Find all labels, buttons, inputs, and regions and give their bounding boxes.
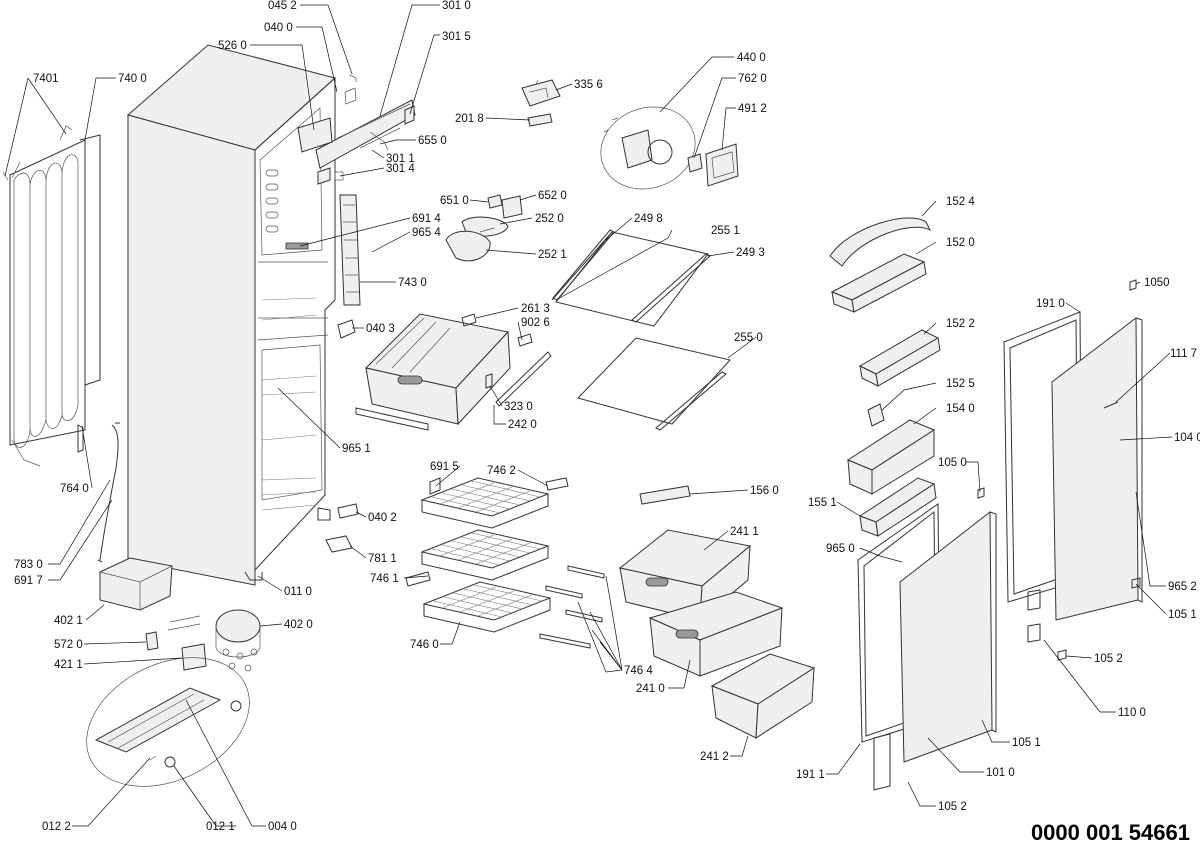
part-label: 746 2 bbox=[487, 465, 516, 477]
part-label: 402 0 bbox=[284, 619, 313, 631]
part-label: 152 4 bbox=[946, 196, 975, 208]
part-label: 965 1 bbox=[342, 443, 371, 455]
part-label: 241 2 bbox=[700, 751, 729, 763]
part-label: 440 0 bbox=[737, 52, 766, 64]
part-label: 335 6 bbox=[574, 79, 603, 91]
part-label: 965 4 bbox=[412, 227, 441, 239]
part-label: 572 0 bbox=[54, 639, 83, 651]
part-label: 965 2 bbox=[1168, 581, 1197, 593]
part-labels: 045 2 040 0 526 0 301 0 301 5 655 0 301 … bbox=[14, 0, 1200, 833]
part-label: 301 1 bbox=[386, 153, 415, 165]
part-label: 249 8 bbox=[634, 213, 663, 225]
part-label: 746 4 bbox=[624, 665, 653, 677]
freezer-drawers bbox=[618, 485, 816, 739]
part-label: 301 0 bbox=[442, 0, 471, 12]
part-label: 323 0 bbox=[504, 401, 533, 413]
part-label: 261 3 bbox=[521, 303, 550, 315]
part-label: 012 2 bbox=[42, 821, 71, 833]
leader-lines bbox=[4, 4, 1173, 827]
part-label: 252 1 bbox=[538, 249, 567, 261]
glass-shelves bbox=[551, 229, 731, 431]
part-label: 191 1 bbox=[796, 769, 825, 781]
part-label: 191 0 bbox=[1036, 298, 1065, 310]
part-label: 105 0 bbox=[938, 457, 967, 469]
part-label: 040 0 bbox=[264, 22, 293, 34]
lower-door bbox=[857, 487, 1067, 791]
part-label: 155 1 bbox=[808, 497, 837, 509]
compressor-parts bbox=[99, 557, 261, 672]
part-label: 746 1 bbox=[370, 573, 399, 585]
control-panel-part bbox=[297, 74, 416, 185]
part-label: 691 4 bbox=[412, 213, 441, 225]
part-label: 255 0 bbox=[734, 332, 763, 344]
part-label: 040 3 bbox=[366, 323, 395, 335]
misc-small-parts bbox=[325, 503, 359, 553]
part-label: 105 1 bbox=[1168, 609, 1197, 621]
evaporator-part bbox=[337, 194, 361, 339]
part-label: 740 0 bbox=[118, 73, 147, 85]
part-label: 045 2 bbox=[268, 0, 297, 12]
part-label: 781 1 bbox=[368, 553, 397, 565]
part-label: 746 0 bbox=[410, 639, 439, 651]
drawings bbox=[2, 44, 1143, 791]
part-label: 110 0 bbox=[1118, 707, 1146, 719]
part-label: 743 0 bbox=[398, 277, 427, 289]
part-label: 402 1 bbox=[54, 615, 83, 627]
part-label: 152 5 bbox=[946, 378, 975, 390]
part-label: 255 1 bbox=[711, 225, 740, 237]
door-balconies bbox=[829, 217, 941, 537]
part-label: 154 0 bbox=[946, 403, 975, 415]
part-label: 105 1 bbox=[1012, 737, 1041, 749]
part-label: 421 1 bbox=[54, 659, 83, 671]
part-label: 7401 bbox=[33, 73, 59, 85]
relay-parts bbox=[521, 79, 561, 127]
part-label: 691 7 bbox=[14, 575, 43, 587]
part-label: 241 1 bbox=[730, 526, 759, 538]
upper-drawer bbox=[355, 313, 552, 431]
part-label: 241 0 bbox=[636, 683, 665, 695]
document-number: 0000 001 54661 bbox=[1031, 820, 1190, 845]
part-label: 651 0 bbox=[440, 195, 469, 207]
part-label: 011 0 bbox=[284, 586, 312, 598]
part-label: 104 0 bbox=[1174, 432, 1200, 444]
fan-unit-part bbox=[600, 106, 739, 190]
part-label: 301 5 bbox=[442, 31, 471, 43]
part-label: 764 0 bbox=[60, 483, 89, 495]
part-label: 105 2 bbox=[938, 801, 967, 813]
part-label: 012 1 bbox=[206, 821, 235, 833]
part-label: 004 0 bbox=[268, 821, 297, 833]
part-label: 655 0 bbox=[418, 135, 447, 147]
part-label: 762 0 bbox=[738, 73, 767, 85]
part-label: 242 0 bbox=[508, 419, 537, 431]
part-label: 201 8 bbox=[455, 113, 484, 125]
part-label: 152 0 bbox=[946, 237, 975, 249]
part-label: 652 0 bbox=[538, 190, 567, 202]
fan-parts bbox=[445, 194, 523, 262]
part-label: 491 2 bbox=[738, 103, 767, 115]
part-label: 965 0 bbox=[826, 543, 855, 555]
part-label: 111 7 bbox=[1170, 348, 1197, 360]
part-label: 301 4 bbox=[386, 163, 415, 175]
part-label: 040 2 bbox=[368, 512, 397, 524]
part-label: 252 0 bbox=[535, 213, 564, 225]
part-label: 152 2 bbox=[946, 318, 975, 330]
part-label: 101 0 bbox=[986, 767, 1015, 779]
part-label: 691 5 bbox=[430, 461, 459, 473]
part-label: 902 6 bbox=[521, 317, 550, 329]
cabinet-part bbox=[126, 44, 337, 586]
part-label: 156 0 bbox=[750, 485, 779, 497]
part-label: 1050 bbox=[1144, 277, 1170, 289]
part-label: 526 0 bbox=[218, 40, 247, 52]
condenser-part bbox=[2, 125, 120, 563]
part-label: 249 3 bbox=[736, 247, 765, 259]
part-label: 783 0 bbox=[14, 559, 43, 571]
base-plate-part bbox=[86, 657, 250, 787]
upper-door bbox=[1003, 279, 1143, 621]
wire-shelves bbox=[405, 477, 605, 649]
part-label: 105 2 bbox=[1094, 653, 1123, 665]
